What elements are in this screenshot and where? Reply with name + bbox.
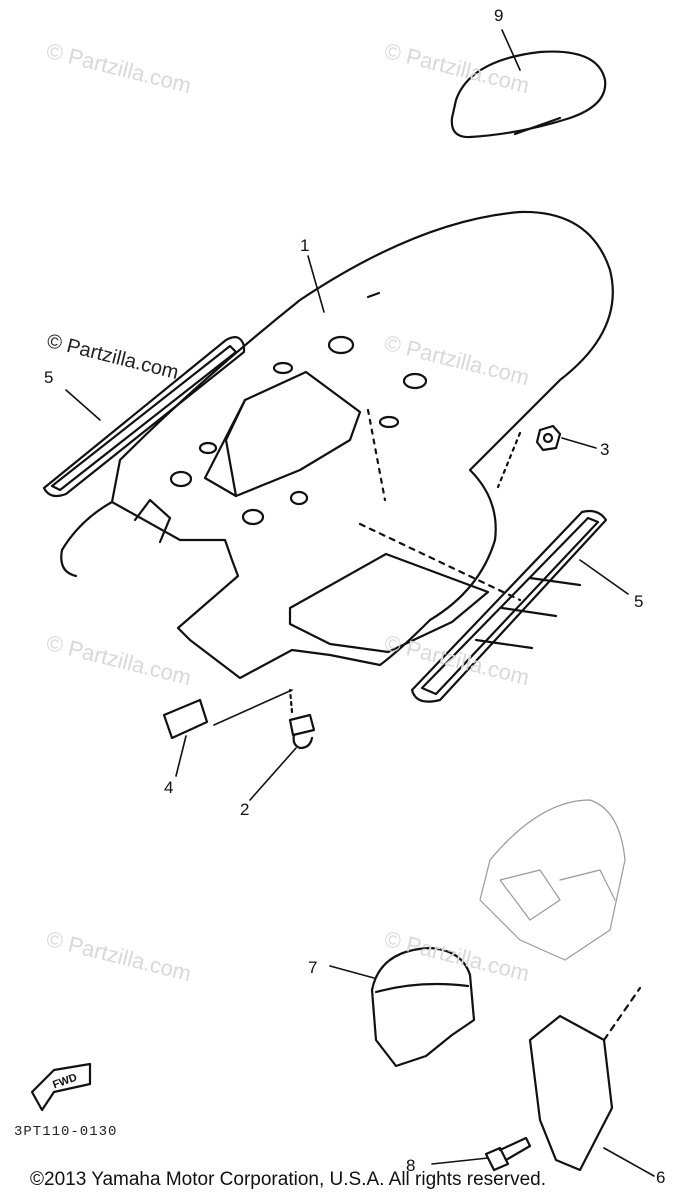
part-5-left-reflector[interactable] (42, 335, 246, 498)
fwd-direction-badge: FWD (30, 1062, 92, 1112)
callout-5-right[interactable]: 5 (634, 592, 644, 611)
part-7-mud-flap[interactable] (370, 946, 476, 1068)
part-5-right-reflector[interactable] (410, 509, 608, 703)
part-8-screw[interactable] (484, 1136, 532, 1172)
ghost-assembly (479, 799, 626, 961)
part-1-rear-fender[interactable] (60, 210, 614, 680)
callout-1[interactable]: 1 (300, 236, 310, 255)
copyright-notice: ©2013 Yamaha Motor Corporation, U.S.A. A… (30, 1169, 546, 1190)
leader-lines (65, 29, 655, 1177)
part-6-side-plate[interactable] (528, 986, 642, 1172)
callout-3[interactable]: 3 (600, 440, 610, 459)
diagram-code: 3PT110-0130 (14, 1124, 118, 1140)
callout-9[interactable]: 9 (494, 6, 504, 25)
part-4-label[interactable] (162, 698, 209, 740)
callout-8[interactable]: 8 (406, 1156, 416, 1175)
callout-2[interactable]: 2 (240, 800, 250, 819)
callout-5-left[interactable]: 5 (44, 368, 54, 387)
callout-4[interactable]: 4 (164, 778, 174, 797)
callout-7[interactable]: 7 (308, 958, 318, 977)
part-3-nut[interactable] (535, 424, 562, 452)
callout-6[interactable]: 6 (656, 1168, 666, 1187)
part-2-bolt[interactable] (288, 688, 316, 750)
